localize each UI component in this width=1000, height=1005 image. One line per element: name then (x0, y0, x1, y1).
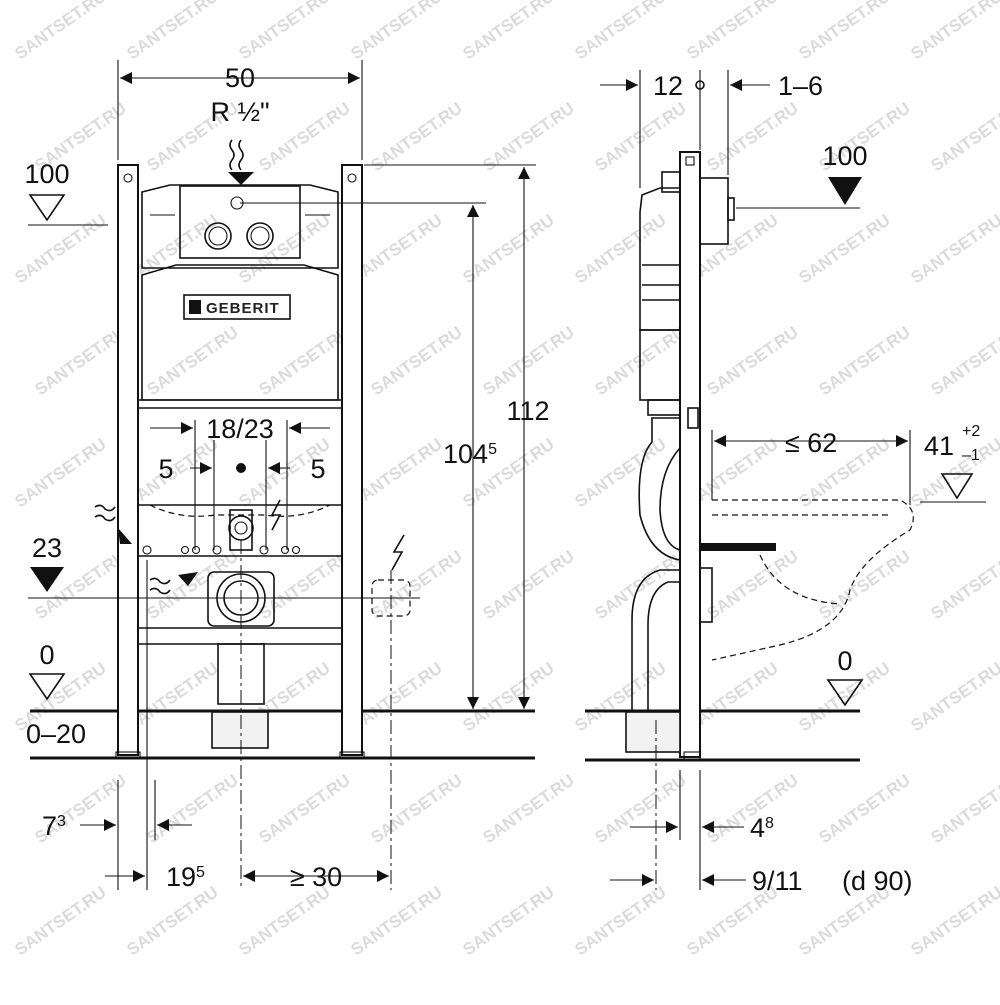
watermark-text: SANTSET.RU (795, 210, 893, 287)
watermark-text: SANTSET.RU (143, 770, 241, 847)
watermark-text: SANTSET.RU (367, 322, 465, 399)
watermark-text: SANTSET.RU (367, 546, 465, 623)
dim-offset-right: 5 (310, 454, 325, 484)
watermark-text: SANTSET.RU (31, 322, 129, 399)
watermark-text: SANTSET.RU (143, 322, 241, 399)
watermark-text: SANTSET.RU (571, 882, 669, 959)
dim-width-total: 50 (225, 63, 255, 93)
dim-socket-distance: ≥ 30 (290, 862, 342, 892)
side-dim-top-left: 12 (653, 71, 683, 101)
side-dim-frame-depth: 48 (750, 813, 774, 843)
watermark-text: SANTSET.RU (235, 882, 333, 959)
watermark-text: SANTSET.RU (123, 0, 221, 63)
side-dim-seat-height: 41 (924, 431, 954, 461)
watermark-text: SANTSET.RU (143, 546, 241, 623)
watermark-text: SANTSET.RU (703, 546, 801, 623)
watermark-text: SANTSET.RU (459, 210, 557, 287)
watermark-text: SANTSET.RU (571, 0, 669, 63)
watermark-text: SANTSET.RU (255, 546, 353, 623)
watermark-text: SANTSET.RU (459, 0, 557, 63)
watermark-text: SANTSET.RU (11, 434, 109, 511)
front-view: GEBERIT (24, 60, 550, 892)
flush-button-left (204, 222, 232, 250)
watermark-text: SANTSET.RU (367, 98, 465, 175)
brand-plate (183, 294, 291, 320)
frame-left-post (117, 164, 139, 756)
watermark-text: SANTSET.RU (927, 770, 1000, 847)
side-dim-projection: ≤ 62 (785, 428, 837, 458)
watermark-text: SANTSET.RU (927, 322, 1000, 399)
dim-height-total: 112 (506, 396, 549, 426)
watermark-text: SANTSET.RU (255, 98, 353, 175)
side-dim-pipe-diameter: (d 90) (842, 866, 913, 896)
flush-plate (179, 185, 301, 259)
watermark-text: SANTSET.RU (347, 0, 445, 63)
dim-floor-adjust: 0–20 (26, 719, 86, 749)
brand-label: GEBERIT (206, 300, 280, 317)
dim-supply-thread: R ½" (210, 97, 269, 127)
watermark-text: SANTSET.RU (459, 658, 557, 735)
side-dim-pipe-depth: 9/11 (752, 866, 803, 896)
watermark-text: SANTSET.RU (255, 770, 353, 847)
watermark-text: SANTSET.RU (703, 322, 801, 399)
dim-leg-inset: 73 (42, 811, 66, 841)
dim-drain-level: 23 (32, 533, 62, 563)
side-dim-floor-level: 0 (837, 646, 852, 676)
watermark-text: SANTSET.RU (907, 882, 1000, 959)
watermark-text: SANTSET.RU (591, 770, 689, 847)
watermark-text: SANTSET.RU (815, 770, 913, 847)
watermark-text: SANTSET.RU (571, 434, 669, 511)
watermark-text: SANTSET.RU (123, 882, 221, 959)
flush-button-right (246, 222, 274, 250)
watermark-text: SANTSET.RU (459, 882, 557, 959)
side-dim-seat-tol-plus: +2 (962, 423, 980, 440)
dim-offset-left: 5 (158, 454, 173, 484)
watermark-text: SANTSET.RU (255, 322, 353, 399)
watermark-text: SANTSET.RU (11, 0, 109, 63)
watermark-text: SANTSET.RU (815, 546, 913, 623)
watermark-text: SANTSET.RU (367, 770, 465, 847)
watermark-text: SANTSET.RU (571, 210, 669, 287)
watermark-text: SANTSET.RU (479, 98, 577, 175)
side-dim-ref-level-100: 100 (822, 141, 867, 171)
watermark-text: SANTSET.RU (479, 546, 577, 623)
watermark-text: SANTSET.RU (479, 770, 577, 847)
side-dim-top-right: 1–6 (778, 71, 823, 101)
watermark-text: SANTSET.RU (815, 322, 913, 399)
watermark-text: SANTSET.RU (927, 546, 1000, 623)
dim-height-supply: 1045 (443, 439, 497, 469)
watermark-text: SANTSET.RU (703, 98, 801, 175)
watermark-text: SANTSET.RU (907, 0, 1000, 63)
watermark-text: SANTSET.RU (591, 98, 689, 175)
watermark-text: SANTSET.RU (479, 322, 577, 399)
watermark-text: SANTSET.RU (907, 210, 1000, 287)
watermark-text: SANTSET.RU (347, 882, 445, 959)
side-frame (679, 151, 701, 758)
watermark-text: SANTSET.RU (907, 658, 1000, 735)
frame-right-post (341, 164, 363, 756)
watermark-text: SANTSET.RU (11, 210, 109, 287)
watermark-text: SANTSET.RU (795, 0, 893, 63)
dim-ref-level-100: 100 (24, 159, 69, 189)
watermark-text: SANTSET.RU (683, 0, 781, 63)
watermark-text: SANTSET.RU (235, 0, 333, 63)
watermark-text: SANTSET.RU (11, 882, 109, 959)
side-view: 12 1–6 100 ≤ 62 41 +2 –1 0 48 9/11 (d 90… (585, 70, 986, 896)
dim-drain-offset: 195 (166, 862, 205, 892)
dim-floor-level: 0 (39, 640, 54, 670)
dim-bolt-spacing: 18/23 (206, 414, 274, 444)
watermark-text: SANTSET.RU (235, 210, 333, 287)
side-dim-seat-tol-minus: –1 (962, 447, 980, 464)
watermark-text: SANTSET.RU (927, 98, 1000, 175)
